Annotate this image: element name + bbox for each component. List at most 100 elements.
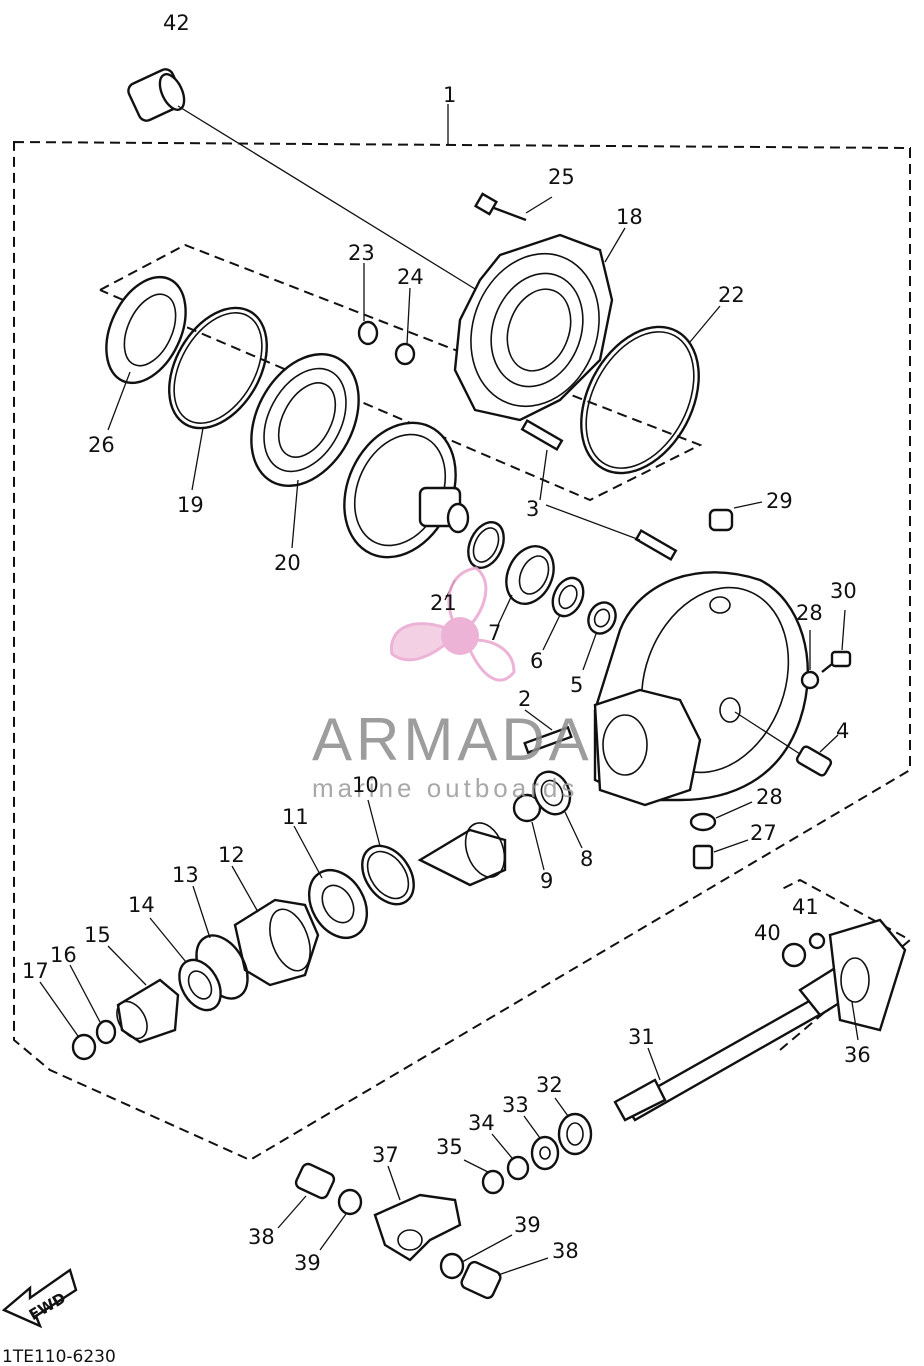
callout-39-left: 39	[294, 1251, 321, 1275]
part-12-bearing-housing	[231, 865, 320, 987]
part-35-nut	[463, 1159, 505, 1195]
part-40-nut	[781, 942, 807, 968]
watermark-brand: ARMADA	[312, 706, 593, 773]
propeller-logo-icon	[390, 566, 516, 682]
part-3-studs	[520, 419, 678, 561]
callout-40: 40	[754, 921, 781, 945]
part-38-bushing-right	[460, 1257, 549, 1300]
callout-4: 4	[836, 719, 849, 743]
part-37-universal-joint	[373, 1165, 462, 1262]
callout-9: 9	[540, 869, 553, 893]
part-29-breather	[708, 501, 763, 532]
callout-11: 11	[282, 805, 309, 829]
callout-30: 30	[830, 579, 857, 603]
callout-19: 19	[177, 493, 204, 517]
assembly-boundary	[13, 140, 911, 1162]
callout-28-lower: 28	[756, 785, 783, 809]
part-17-nut	[39, 981, 97, 1061]
callout-29: 29	[766, 489, 793, 513]
part-36-spring	[828, 918, 907, 1041]
part-9-spacer	[512, 793, 545, 871]
part-42-bushing	[127, 68, 481, 293]
part-34-nut	[491, 1133, 530, 1181]
callout-10: 10	[352, 773, 379, 797]
part-25-bolt	[473, 192, 553, 222]
callout-8: 8	[580, 847, 593, 871]
callout-16: 16	[50, 943, 77, 967]
part-27-bolt	[692, 839, 749, 870]
callout-39-right: 39	[514, 1213, 541, 1237]
part-26-oil-seal	[105, 275, 187, 431]
part-2-stud	[523, 709, 573, 755]
callout-36: 36	[844, 1043, 871, 1067]
callout-2: 2	[518, 687, 531, 711]
part-39-seal-left	[319, 1188, 363, 1251]
callout-27: 27	[750, 821, 777, 845]
part-8-bearing	[532, 770, 583, 849]
callout-17: 17	[22, 959, 49, 983]
part-14-oil-seal	[149, 917, 222, 1012]
callout-3: 3	[526, 497, 539, 521]
part-11-bearing	[293, 825, 369, 939]
part-21-ring-gear	[343, 421, 470, 601]
callout-20: 20	[274, 551, 301, 575]
part-39-seal-right	[439, 1234, 513, 1280]
callout-38-right: 38	[552, 1239, 579, 1263]
callout-labels: 42 1 25 18 23 24 22 26 19 20 3 29 21 7 6…	[22, 11, 871, 1275]
callout-38-left: 38	[248, 1225, 275, 1249]
part-33-washer	[523, 1115, 560, 1171]
callout-14: 14	[128, 893, 155, 917]
callout-28-upper: 28	[796, 601, 823, 625]
callout-15: 15	[84, 923, 111, 947]
part-38-bushing-left	[277, 1162, 336, 1229]
callout-41: 41	[792, 895, 819, 919]
part-6-bearing	[542, 576, 585, 651]
callout-18: 18	[616, 205, 643, 229]
part-22-o-ring	[580, 305, 721, 475]
gear-case-housing	[593, 571, 810, 807]
part-5-seal	[582, 601, 617, 671]
callout-34: 34	[468, 1111, 495, 1135]
callout-21: 21	[430, 591, 457, 615]
callout-1: 1	[443, 83, 456, 107]
callout-13: 13	[172, 863, 199, 887]
part-16-washer	[69, 964, 117, 1045]
part-28-washer-upper	[800, 630, 820, 690]
part-15-coupling	[107, 945, 180, 1044]
part-30-bolt	[821, 609, 852, 673]
callout-6: 6	[530, 649, 543, 673]
callout-7: 7	[488, 621, 501, 645]
callout-37: 37	[372, 1143, 399, 1167]
part-23-nut	[357, 263, 379, 346]
part-7-bearing	[497, 545, 555, 626]
part-41-washer	[808, 932, 826, 950]
callout-35: 35	[436, 1135, 463, 1159]
part-18-cover	[453, 227, 626, 422]
part-31-drive-shaft	[613, 963, 862, 1122]
callout-33: 33	[502, 1093, 529, 1117]
callout-22: 22	[718, 283, 745, 307]
part-20-bearing	[250, 353, 360, 549]
part-32-bearing	[554, 1097, 593, 1156]
callout-42: 42	[163, 11, 190, 35]
armada-watermark: ARMADA marine outboards	[312, 566, 593, 803]
callout-25: 25	[548, 165, 575, 189]
callout-24: 24	[397, 265, 424, 289]
drawing-code: 1TE110-6230	[2, 1347, 116, 1366]
part-24-nut	[394, 287, 416, 366]
callout-5: 5	[570, 673, 583, 697]
callout-12: 12	[218, 843, 245, 867]
part-4-plug	[734, 711, 839, 777]
part-pinion-gear	[417, 822, 507, 887]
fwd-arrow-icon: FWD	[1, 1268, 78, 1329]
part-19-o-ring	[168, 306, 268, 491]
watermark-tagline: marine outboards	[312, 773, 578, 803]
part-28-washer-lower	[689, 801, 753, 832]
callout-32: 32	[536, 1073, 563, 1097]
callout-23: 23	[348, 241, 375, 265]
part-shim	[467, 521, 505, 569]
callout-31: 31	[628, 1025, 655, 1049]
callout-26: 26	[88, 433, 115, 457]
part-10-o-ring	[361, 799, 415, 906]
